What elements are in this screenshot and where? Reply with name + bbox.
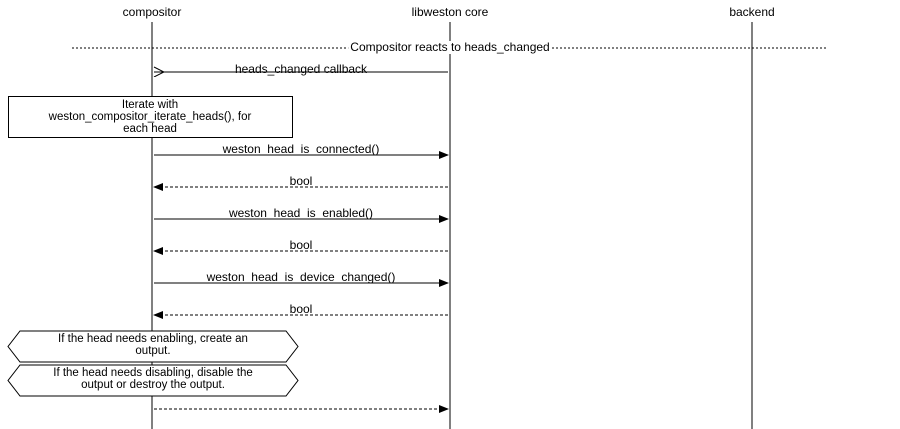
condition-text-enable-condition: If the head needs enabling, create an ou…: [58, 333, 248, 357]
message-label-0: heads_changed callback: [234, 62, 368, 76]
note-text-iterate-note: Iterate with weston_compositor_iterate_h…: [48, 99, 252, 135]
note-box-iterate-note: [8, 96, 293, 138]
condition-shape-enable-condition: [7, 330, 299, 363]
condition-text-disable-condition: If the head needs disabling, disable the…: [53, 367, 253, 391]
message-label-4: bool: [289, 238, 313, 252]
divider-label: Compositor reacts to heads_changed: [348, 40, 552, 54]
condition-shape-disable-condition: [7, 364, 299, 397]
lifeline-label-compositor: compositor: [122, 5, 182, 19]
message-label-6: bool: [289, 302, 313, 316]
notes-group: [7, 96, 299, 397]
message-label-5: weston_head_is_device_changed(): [206, 270, 396, 284]
message-label-2: bool: [289, 174, 313, 188]
message-label-3: weston_head_is_enabled(): [228, 206, 374, 220]
lifeline-label-backend: backend: [729, 5, 775, 19]
lifeline-label-libweston-core: libweston core: [411, 5, 489, 19]
messages-group: [153, 72, 449, 413]
message-label-1: weston_head_is_connected(): [222, 142, 380, 156]
